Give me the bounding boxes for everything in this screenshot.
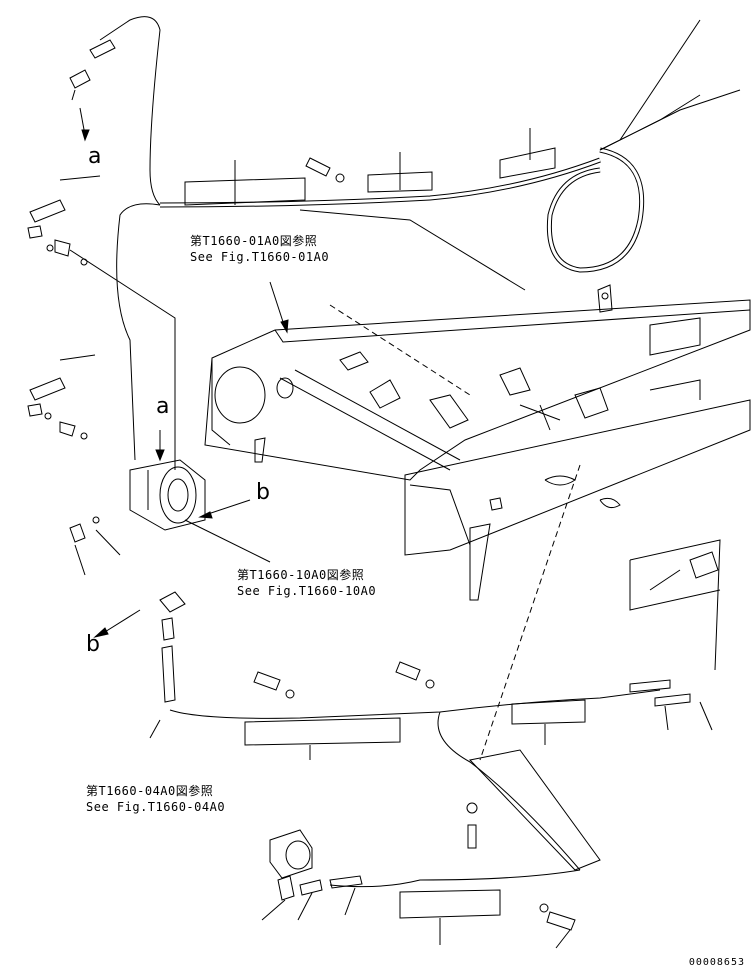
left-fittings: [27, 39, 176, 470]
marker-b-motor: b: [256, 480, 270, 505]
callout-01a0-jp: 第T1660-01A0図参照: [190, 234, 318, 248]
motor-assembly: [69, 430, 271, 576]
callout-10a0-jp: 第T1660-10A0図参照: [237, 568, 365, 582]
marker-b-lower: b: [86, 632, 100, 657]
frame-assembly: [204, 284, 751, 761]
callout-01a0-en: See Fig.T1660-01A0: [190, 250, 330, 264]
lower-harness: [93, 551, 719, 949]
callout-04a0-jp: 第T1660-04A0図参照: [86, 784, 214, 798]
marker-a-left: a: [88, 144, 102, 169]
upper-harness: [99, 16, 741, 461]
drawing-serial: 00008653: [688, 957, 745, 968]
callout-10a0-en: See Fig.T1660-10A0: [237, 584, 377, 598]
callout-04a0-en: See Fig.T1660-04A0: [86, 800, 226, 814]
callout-leaders: [269, 281, 289, 334]
marker-a-motor: a: [156, 394, 170, 419]
